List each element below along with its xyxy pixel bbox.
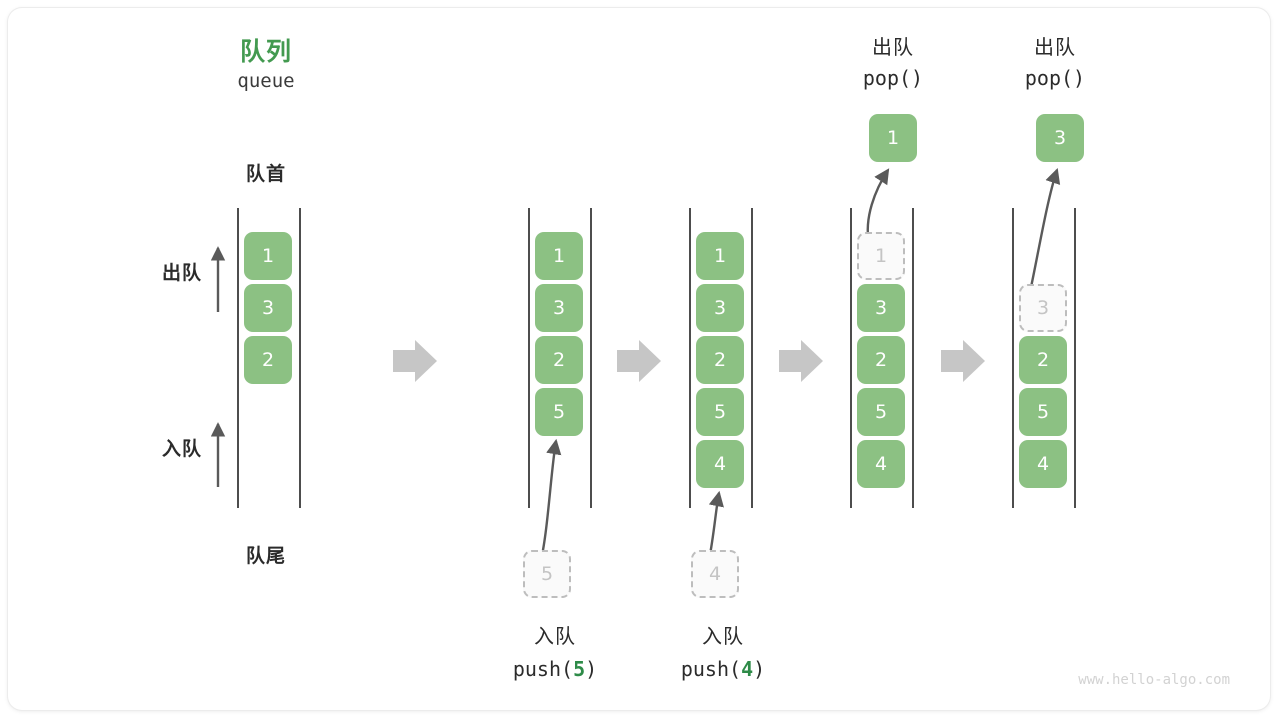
push-label-code-stage2: push(5) — [475, 657, 635, 681]
dequeue-side-label: 出队 — [161, 262, 202, 284]
cell-s4-1: 3 — [857, 284, 905, 332]
popped-cell-1: 1 — [869, 114, 917, 162]
cell-s1-0: 1 — [244, 232, 292, 280]
push5-prefix: push( — [512, 657, 574, 681]
cell-s4-0-ghost: 1 — [857, 232, 905, 280]
incoming-cell-4: 4 — [691, 550, 739, 598]
cell-s3-0: 1 — [696, 232, 744, 280]
figure-title-cn: 队列 — [239, 37, 292, 66]
cell-s2-3: 5 — [535, 388, 583, 436]
queue-head-label: 队首 — [245, 163, 286, 185]
cell-s4-3: 5 — [857, 388, 905, 436]
enqueue-side-label: 入队 — [161, 438, 202, 460]
cell-s2-1: 3 — [535, 284, 583, 332]
pop-title-cn-stage5: 出队 — [1034, 35, 1076, 59]
cell-s3-2: 2 — [696, 336, 744, 384]
push-label-cn-stage3: 入队 — [702, 624, 744, 648]
push5-arg: 5 — [573, 657, 586, 681]
push4-suffix: ) — [753, 657, 766, 681]
cell-s2-0: 1 — [535, 232, 583, 280]
cell-s3-4: 4 — [696, 440, 744, 488]
cell-s5-2: 2 — [1019, 336, 1067, 384]
cell-s5-4: 4 — [1019, 440, 1067, 488]
cell-s5-3: 5 — [1019, 388, 1067, 436]
cell-s4-4: 4 — [857, 440, 905, 488]
incoming-cell-5: 5 — [523, 550, 571, 598]
cell-s5-1-ghost: 3 — [1019, 284, 1067, 332]
pop-title-cn-stage4: 出队 — [872, 35, 914, 59]
push-label-code-stage3: push(4) — [643, 657, 803, 681]
queue-tail-label: 队尾 — [245, 545, 286, 567]
push4-arg: 4 — [741, 657, 754, 681]
cell-s2-2: 2 — [535, 336, 583, 384]
push-label-cn-stage2: 入队 — [534, 624, 576, 648]
popped-cell-3: 3 — [1036, 114, 1084, 162]
pop-title-code-stage4: pop() — [862, 66, 924, 90]
cell-s3-1: 3 — [696, 284, 744, 332]
figure-title-en: queue — [237, 70, 295, 92]
watermark: www.hello-algo.com — [1078, 672, 1230, 688]
cell-s4-2: 2 — [857, 336, 905, 384]
pop-title-code-stage5: pop() — [1024, 66, 1086, 90]
figure-frame — [8, 8, 1270, 710]
push4-prefix: push( — [680, 657, 742, 681]
cell-s1-2: 2 — [244, 336, 292, 384]
cell-s3-3: 5 — [696, 388, 744, 436]
cell-s1-1: 3 — [244, 284, 292, 332]
push5-suffix: ) — [585, 657, 598, 681]
